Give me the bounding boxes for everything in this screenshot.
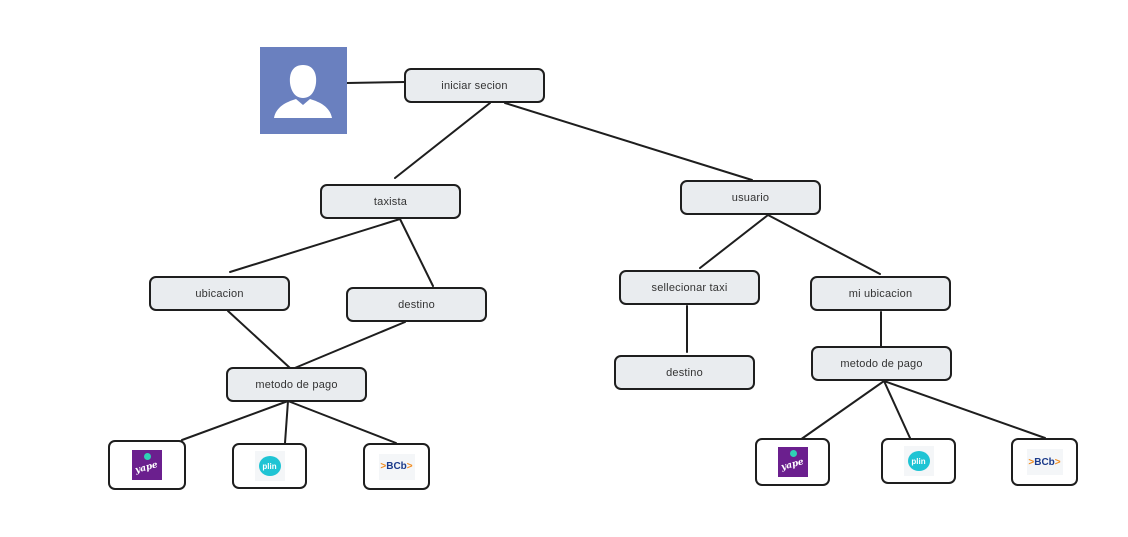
pay-bcb-right: >BCb>: [1011, 438, 1078, 486]
bcb-logo-text: BCb: [386, 461, 407, 472]
pay-yape-right: yape: [755, 438, 830, 486]
node-destino-right: destino: [614, 355, 755, 390]
node-metodo-pago-left: metodo de pago: [226, 367, 367, 402]
node-ubicacion: ubicacion: [149, 276, 290, 311]
node-usuario: usuario: [680, 180, 821, 215]
edge-ubicacion-metodo: [227, 310, 291, 369]
node-taxista: taxista: [320, 184, 461, 219]
node-destino-left: destino: [346, 287, 487, 322]
yape-logo-icon: yape: [777, 447, 808, 477]
pay-plin-right: plin: [881, 438, 956, 484]
edge-avatar-iniciar: [346, 81, 406, 84]
plin-logo-text: plin: [258, 456, 281, 476]
edge-metodo-bcb: [287, 400, 397, 444]
edge-metodo-yape: [181, 400, 289, 441]
edge-taxista-ubicacion: [229, 218, 401, 273]
edge-metodo-bcb-right: [883, 380, 1046, 439]
yape-logo-text: yape: [780, 457, 805, 473]
edge-metodo-plin: [284, 400, 289, 444]
edge-iniciar-taxista: [394, 102, 491, 179]
pay-bcb-left: >BCb>: [363, 443, 430, 490]
edge-destino-metodo: [289, 321, 406, 371]
plin-logo-icon: plin: [903, 446, 934, 476]
plin-logo-text: plin: [907, 451, 930, 471]
node-iniciar-sesion: iniciar secion: [404, 68, 545, 103]
bcb-logo-text: BCb: [1034, 456, 1055, 468]
edge-taxista-destino: [399, 218, 434, 287]
pay-yape-left: yape: [108, 440, 186, 490]
plin-logo-icon: plin: [254, 451, 285, 481]
node-metodo-pago-right: metodo de pago: [811, 346, 952, 381]
user-avatar-icon: [260, 47, 347, 134]
edge-iniciar-usuario: [504, 102, 753, 181]
edge-metodo-yape-right: [799, 380, 885, 441]
edge-usuario-seleccionar: [699, 214, 769, 269]
bcb-logo-icon: >BCb>: [378, 453, 415, 480]
node-seleccionar-taxi: sellecionar taxi: [619, 270, 760, 305]
bcb-logo-icon: >BCb>: [1026, 449, 1063, 475]
edge-usuario-miubicacion: [767, 214, 881, 275]
pay-plin-left: plin: [232, 443, 307, 489]
yape-logo-icon: yape: [132, 450, 162, 480]
edge-metodo-plin-right: [883, 380, 911, 439]
node-mi-ubicacion: mi ubicacion: [810, 276, 951, 311]
yape-logo-text: yape: [134, 460, 160, 476]
